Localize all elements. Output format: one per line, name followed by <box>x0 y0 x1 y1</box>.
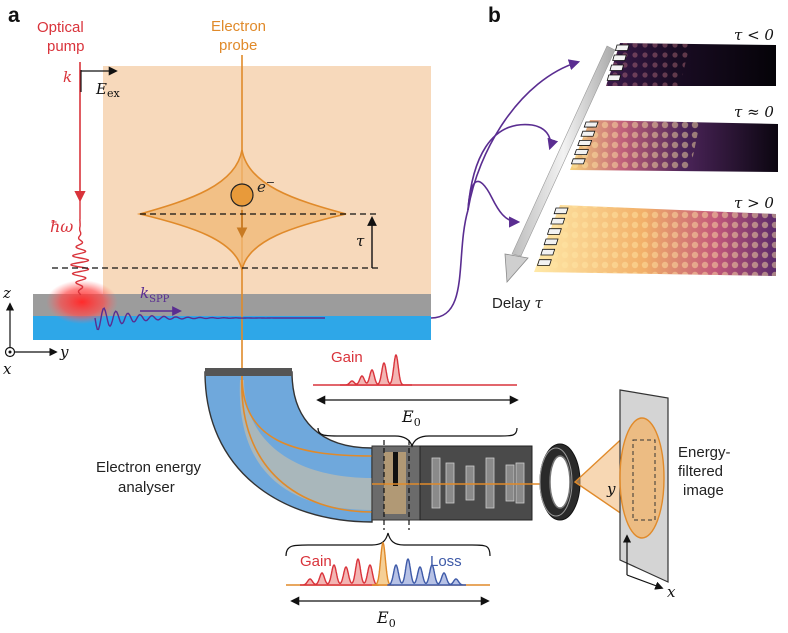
kspp-label: kSPP <box>140 284 170 305</box>
axis-z-label: z <box>2 284 11 302</box>
hbar-omega-label: ħω <box>50 217 73 236</box>
grating-tooth <box>540 248 556 256</box>
delay-label: Delay τ <box>492 294 544 312</box>
connector-branch-early <box>467 59 581 211</box>
spp-wave <box>94 307 325 331</box>
frame-label-tau-negative: τ < 0 <box>734 26 774 44</box>
delay-axis-rod <box>511 45 616 257</box>
grating-tooth <box>583 121 599 128</box>
top-energy-label: E0 <box>401 407 421 429</box>
grating-teeth-2 <box>570 121 599 165</box>
grating-tooth <box>536 259 552 266</box>
grating-tooth <box>553 207 569 215</box>
frame-tau-negative-glow <box>606 43 690 86</box>
axis-x-label: x <box>3 360 12 378</box>
grating-tooth <box>609 64 625 71</box>
connector-branch-zero <box>467 123 559 211</box>
slit-aperture <box>393 452 398 486</box>
bottom-spectrum-loss-label: Loss <box>430 553 462 570</box>
top-brace <box>317 427 518 448</box>
bottom-gain-spectrum <box>300 558 379 586</box>
grating-tooth <box>570 158 586 165</box>
lens-element <box>465 465 475 501</box>
image-roi-box <box>632 439 656 521</box>
camera-ring-hole <box>549 455 571 509</box>
analyser-label-2: analyser <box>118 479 175 496</box>
x-axis-dot <box>8 350 12 354</box>
analyser-label-1: Electron energy <box>96 459 202 476</box>
grating-tooth <box>543 238 559 246</box>
grating-tooth <box>577 139 593 146</box>
beam-region <box>103 66 431 296</box>
camera-ring-rim <box>539 447 573 517</box>
energy-filtered-image <box>619 417 665 539</box>
bottom-energy-label: E0 <box>376 608 396 630</box>
electron-probe-label-2: probe <box>219 37 257 54</box>
grating-tooth <box>614 44 630 51</box>
right-axis-y-label: y <box>606 480 616 498</box>
panel-label-b: b <box>488 4 501 27</box>
trajectory-outer <box>241 375 373 513</box>
right-x-axis <box>626 574 664 590</box>
top-spectrum-gain-label: Gain <box>331 349 363 366</box>
analyser-inner-fill <box>239 380 372 510</box>
optical-pump-label-1: Optical <box>37 19 84 36</box>
grating-tooth <box>606 74 622 81</box>
image-label-1: Energy- <box>678 444 731 461</box>
e-field-label: Eex <box>95 80 120 100</box>
zero-loss-peak <box>372 542 394 586</box>
analyser-entrance-slit <box>205 368 292 376</box>
bottom-loss-spectrum <box>387 558 466 586</box>
grating-teeth-1 <box>606 44 630 81</box>
frame-label-tau-zero: τ ≈ 0 <box>734 103 774 121</box>
lens-element <box>485 457 495 509</box>
image-label-3: image <box>683 482 724 499</box>
signal-connector <box>430 209 469 319</box>
lens-element <box>431 457 441 509</box>
lens-element <box>515 462 525 504</box>
delay-axis-tip <box>504 253 529 283</box>
tau-label: τ <box>356 232 365 250</box>
grating-tooth <box>612 54 627 61</box>
electron-icon <box>230 183 254 207</box>
right-axis-x-label: x <box>667 583 676 601</box>
pump-spot <box>46 280 118 324</box>
electron-label: e− <box>257 176 275 196</box>
bottom-brace <box>285 532 491 557</box>
axis-y-label: y <box>59 343 69 361</box>
bottom-spectrum-gain-label: Gain <box>300 553 332 570</box>
connector-branch-late <box>467 180 521 228</box>
pump-wave-packet <box>70 195 90 296</box>
metal-film <box>33 294 431 316</box>
frame-label-tau-positive: τ > 0 <box>734 194 774 212</box>
lens-elements <box>431 457 525 509</box>
panel-label-a: a <box>8 4 20 27</box>
frame-tau-zero-pattern <box>570 120 700 171</box>
grating-tooth <box>580 130 596 137</box>
frame-tau-positive-pattern <box>534 205 776 276</box>
grating-tooth <box>574 149 589 156</box>
grating-tooth <box>546 228 562 235</box>
optical-pump-label-2: pump <box>47 38 85 55</box>
electron-probe-label-1: Electron <box>211 18 266 35</box>
lens-element <box>505 464 515 502</box>
electron-wave-packet <box>136 149 347 271</box>
grating-teeth-3 <box>536 207 569 266</box>
top-gain-spectrum <box>340 354 412 386</box>
lens-element <box>445 462 455 504</box>
trajectory-inner <box>241 375 373 457</box>
grating-tooth <box>550 217 566 225</box>
image-label-2: filtered <box>678 463 723 480</box>
wavevector-k-label: k <box>63 68 72 86</box>
